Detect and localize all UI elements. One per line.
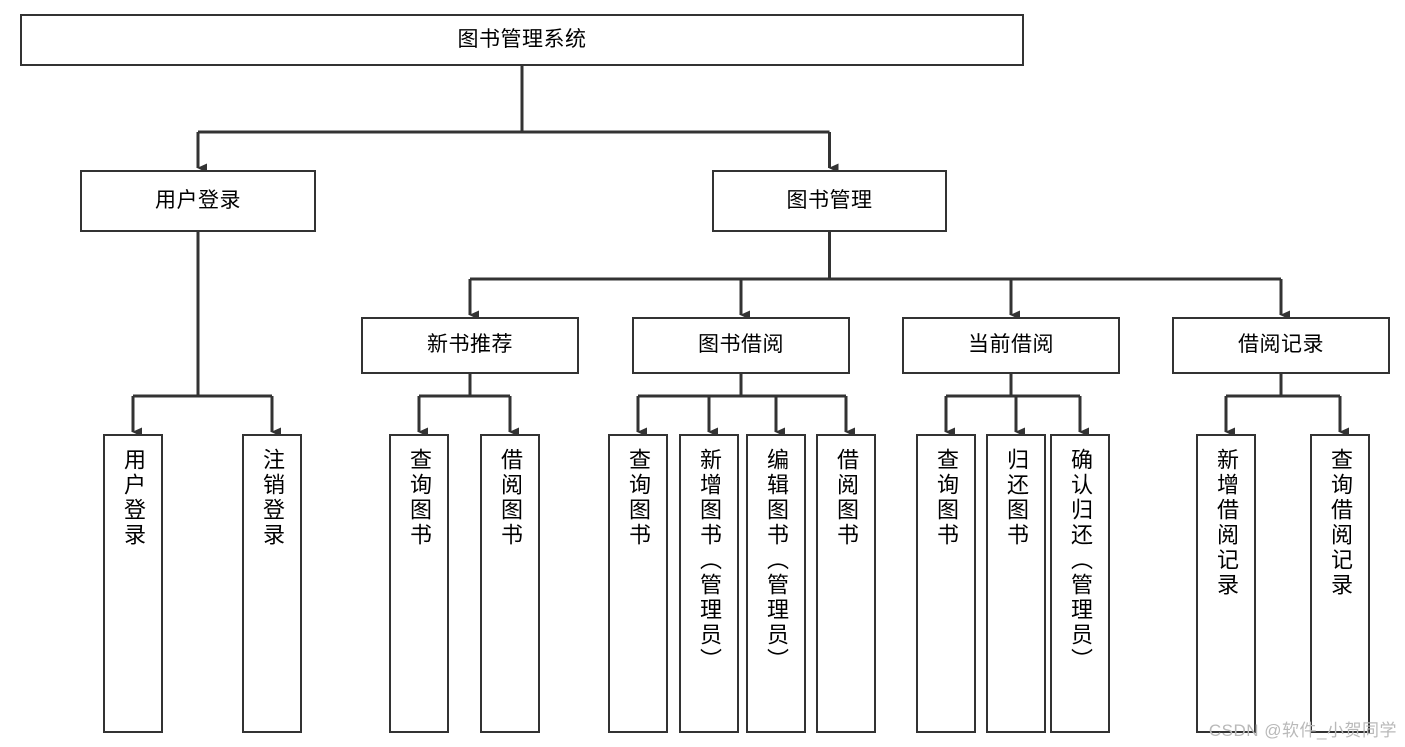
node-user-login[interactable]: 用户登录 xyxy=(80,170,316,232)
node-leaf-bb-query[interactable]: 查询图书 xyxy=(608,434,668,733)
node-label-leaf-cb-return: 归还图书 xyxy=(1004,448,1029,548)
node-leaf-cb-return[interactable]: 归还图书 xyxy=(986,434,1046,733)
node-label-leaf-cb-query: 查询图书 xyxy=(934,448,959,548)
node-leaf-logout[interactable]: 注销登录 xyxy=(242,434,302,733)
node-leaf-user-login[interactable]: 用户登录 xyxy=(103,434,163,733)
node-leaf-rec-borrow[interactable]: 借阅图书 xyxy=(480,434,540,733)
node-label-book-manage: 图书管理 xyxy=(786,188,873,212)
node-book-borrow[interactable]: 图书借阅 xyxy=(632,317,850,374)
node-label-leaf-cb-confirm: 确认归还（管理员） xyxy=(1068,448,1093,673)
node-label-new-book-rec: 新书推荐 xyxy=(427,333,513,357)
node-label-leaf-user-login: 用户登录 xyxy=(121,448,146,548)
node-label-leaf-br-add: 新增借阅记录 xyxy=(1214,448,1239,598)
node-leaf-cb-query[interactable]: 查询图书 xyxy=(916,434,976,733)
node-leaf-rec-query[interactable]: 查询图书 xyxy=(389,434,449,733)
node-leaf-cb-confirm[interactable]: 确认归还（管理员） xyxy=(1050,434,1110,733)
node-label-root: 图书管理系统 xyxy=(457,27,587,51)
node-label-user-login: 用户登录 xyxy=(155,188,241,212)
node-leaf-br-add[interactable]: 新增借阅记录 xyxy=(1196,434,1256,733)
node-label-borrow-record: 借阅记录 xyxy=(1238,333,1324,357)
node-label-leaf-logout: 注销登录 xyxy=(260,448,285,548)
node-label-leaf-rec-query: 查询图书 xyxy=(407,448,432,548)
node-label-leaf-rec-borrow: 借阅图书 xyxy=(498,448,523,548)
node-label-leaf-br-query: 查询借阅记录 xyxy=(1328,448,1353,598)
node-book-manage[interactable]: 图书管理 xyxy=(712,170,947,232)
node-label-book-borrow: 图书借阅 xyxy=(698,333,784,357)
node-new-book-rec[interactable]: 新书推荐 xyxy=(361,317,579,374)
node-label-leaf-bb-borrow: 借阅图书 xyxy=(834,448,859,548)
node-label-leaf-bb-add: 新增图书（管理员） xyxy=(697,448,722,673)
node-label-leaf-bb-edit: 编辑图书（管理员） xyxy=(764,448,789,673)
node-leaf-bb-edit[interactable]: 编辑图书（管理员） xyxy=(746,434,806,733)
node-leaf-br-query[interactable]: 查询借阅记录 xyxy=(1310,434,1370,733)
edge-paths xyxy=(131,66,1349,437)
node-leaf-bb-add[interactable]: 新增图书（管理员） xyxy=(679,434,739,733)
node-root[interactable]: 图书管理系统 xyxy=(20,14,1024,66)
node-borrow-record[interactable]: 借阅记录 xyxy=(1172,317,1390,374)
node-current-borrow[interactable]: 当前借阅 xyxy=(902,317,1120,374)
node-label-current-borrow: 当前借阅 xyxy=(968,333,1054,357)
node-leaf-bb-borrow[interactable]: 借阅图书 xyxy=(816,434,876,733)
node-label-leaf-bb-query: 查询图书 xyxy=(626,448,651,548)
